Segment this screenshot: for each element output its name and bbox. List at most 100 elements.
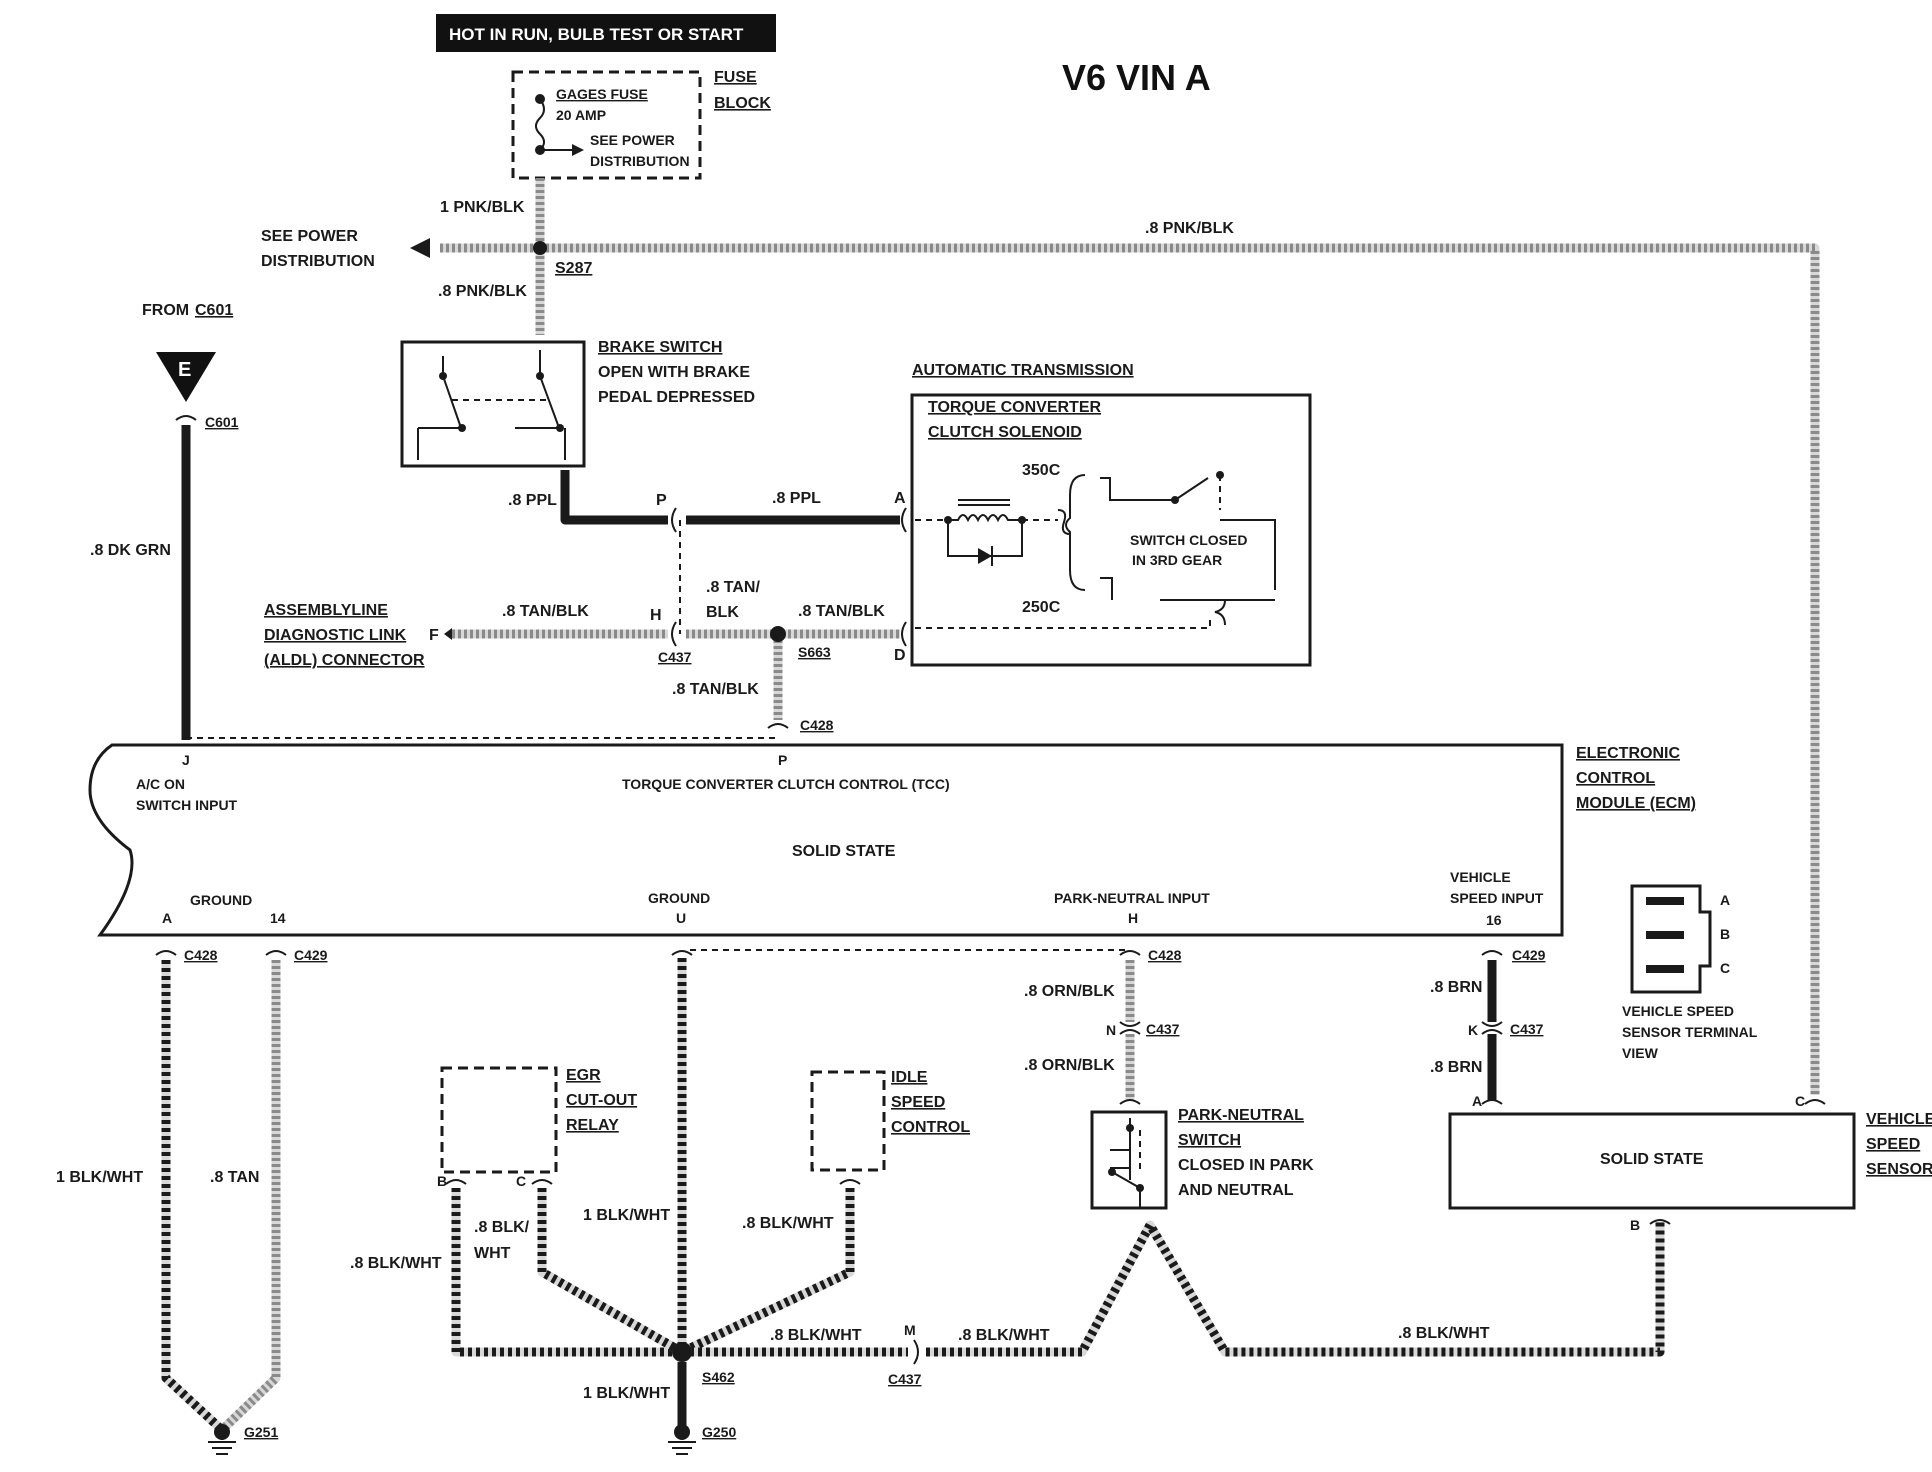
pin-m: M <box>904 1322 916 1338</box>
terminal-view-3: VIEW <box>1622 1045 1659 1061</box>
fuse-see-power-1: SEE POWER <box>590 132 675 148</box>
wire-1blkwht-center: 1 BLK/WHT <box>583 1207 670 1224</box>
wire-8tan-mid-2: BLK <box>706 604 739 621</box>
switch-closed-1: SWITCH CLOSED <box>1130 532 1247 548</box>
brake-switch-box <box>400 340 586 468</box>
pn-switch-1: PARK-NEUTRAL <box>1178 1107 1304 1124</box>
egr-pin-b: B <box>437 1173 447 1189</box>
wire-8pnk-top: .8 PNK/BLK <box>1145 220 1234 237</box>
wire-8dkgrn: .8 DK GRN <box>90 542 171 559</box>
wire-8ppl-right: .8 PPL <box>772 490 821 507</box>
fuse-icon <box>535 98 545 151</box>
aldl-pin-f: F <box>429 627 439 644</box>
c428-h-label: C428 <box>1148 947 1182 963</box>
aldl-line-3: (ALDL) CONNECTOR <box>264 652 425 669</box>
wire-8blkwht-bottom-3: .8 BLK/WHT <box>1398 1325 1490 1342</box>
aldl-line-2: DIAGNOSTIC LINK <box>264 627 407 644</box>
power-dist-2: DISTRIBUTION <box>261 253 375 270</box>
ecm-name-1: ELECTRONIC <box>1576 745 1680 762</box>
vss-line-3: SENSOR <box>1866 1161 1932 1178</box>
splice-s462 <box>672 1342 692 1362</box>
wire-8tan-mid-1: .8 TAN/ <box>706 579 760 596</box>
c437-top-label: C437 <box>658 649 692 665</box>
idle-line-1: IDLE <box>891 1069 928 1086</box>
wire-8brn-1: .8 BRN <box>1430 979 1482 996</box>
ecm-solid-state: SOLID STATE <box>792 843 896 860</box>
solenoid-2: CLUTCH SOLENOID <box>928 424 1082 441</box>
egr-line-3: RELAY <box>566 1117 619 1134</box>
c601-label: C601 <box>205 414 239 430</box>
vss-terminal-view: A B C VEHICLE SPEED SENSOR TERMINAL VIEW <box>1622 884 1758 1061</box>
wire-8tan-aldl: .8 TAN/BLK <box>502 603 589 620</box>
ground-g251-icon <box>208 1441 236 1455</box>
ecm-pin-p: P <box>778 752 787 768</box>
ecm-vss-2: SPEED INPUT <box>1450 890 1544 906</box>
wire-8ppl-left: .8 PPL <box>508 492 557 509</box>
from-c601-prefix: FROM <box>142 302 189 319</box>
wire-8blk-c-2: WHT <box>474 1245 511 1262</box>
trans-pin-a: A <box>894 490 906 507</box>
c429-16-label: C429 <box>1512 947 1546 963</box>
trans-pin-d: D <box>894 647 906 664</box>
idle-line-2: SPEED <box>891 1094 945 1111</box>
egr-relay-box <box>440 1066 558 1174</box>
wire-8tan-ground: .8 TAN <box>210 1169 259 1186</box>
pn-switch-4: AND NEUTRAL <box>1178 1182 1294 1199</box>
splice-s663-label: S663 <box>798 644 831 660</box>
fuse-name: GAGES FUSE <box>556 86 648 102</box>
egr-pin-c: C <box>516 1173 526 1189</box>
ecm-pin-16: 16 <box>1486 912 1502 928</box>
tan-blk-circuit: S663 F .8 TAN/BLK H .8 TAN/ BLK .8 TAN/B… <box>264 579 907 733</box>
egr-line-1: EGR <box>566 1067 601 1084</box>
wire-8blkwht-b: .8 BLK/WHT <box>350 1255 442 1272</box>
fuse-block-label-1: FUSE <box>714 69 757 86</box>
ppl-circuit: .8 PPL .8 PPL P A <box>508 470 907 634</box>
vss-line-2: SPEED <box>1866 1136 1920 1153</box>
c437-n-label: C437 <box>1146 1021 1180 1037</box>
vss-box <box>1448 1112 1856 1210</box>
connector-e-icon <box>156 352 216 402</box>
pin-h-tan: H <box>650 607 662 624</box>
ecm-name-2: CONTROL <box>1576 770 1655 787</box>
pn-switch-2: SWITCH <box>1178 1132 1241 1149</box>
temp-350: 350C <box>1022 462 1061 479</box>
ground-g251-circuit: C428 C429 1 BLK/WHT .8 TAN G251 <box>56 947 328 1455</box>
pnk-blk-circuit: S287 1 PNK/BLK .8 PNK/BLK .8 PNK/BLK SEE… <box>261 178 1820 1095</box>
c428-top-label: C428 <box>800 717 834 733</box>
pin-p-ppl: P <box>656 492 667 509</box>
wire-8orn-2: .8 ORN/BLK <box>1024 1057 1115 1074</box>
trans-title: AUTOMATIC TRANSMISSION <box>912 362 1134 379</box>
solenoid-coil-icon <box>948 514 1022 523</box>
from-c601: FROM C601 E C601 .8 DK GRN <box>90 302 780 740</box>
wire-8blk-c-1: .8 BLK/ <box>474 1219 530 1236</box>
pin-k: K <box>1468 1022 1478 1038</box>
brake-switch-desc-1: OPEN WITH BRAKE <box>598 364 750 381</box>
power-dist-1: SEE POWER <box>261 228 358 245</box>
terminal-view-1: VEHICLE SPEED <box>1622 1003 1734 1019</box>
aldl-line-1: ASSEMBLYLINE <box>264 602 388 619</box>
solenoid-1: TORQUE CONVERTER <box>928 399 1102 416</box>
ground-g250-circuit: 1 BLK/WHT EGR CUT-OUT RELAY B C .8 BLK/W… <box>350 949 1665 1455</box>
wire-8brn-2: .8 BRN <box>1430 1059 1482 1076</box>
ecm-pin-h: H <box>1128 910 1138 926</box>
switch-closed-2: IN 3RD GEAR <box>1132 552 1222 568</box>
idle-speed-box <box>810 1070 886 1172</box>
vehicle-speed-sensor-circuit: C429 K C437 .8 BRN .8 BRN A C SOLID STAT… <box>1430 947 1932 1233</box>
ecm-tcc: TORQUE CONVERTER CLUTCH CONTROL (TCC) <box>622 776 950 792</box>
from-c601-conn: C601 <box>195 302 233 319</box>
vss-pin-b: B <box>1630 1217 1640 1233</box>
wire-1blkwht-g250: 1 BLK/WHT <box>583 1385 670 1402</box>
trans-box <box>910 393 1312 667</box>
ecm-pin-j: J <box>182 752 190 768</box>
brake-switch-name: BRAKE SWITCH <box>598 339 722 356</box>
wire-8orn-1: .8 ORN/BLK <box>1024 983 1115 1000</box>
c428-a-label: C428 <box>184 947 218 963</box>
park-neutral-circuit: C428 N C437 .8 ORN/BLK .8 ORN/BLK PARK-N… <box>1024 947 1314 1210</box>
terminal-view-2: SENSOR TERMINAL <box>1622 1024 1758 1040</box>
pn-switch-3: CLOSED IN PARK <box>1178 1157 1314 1174</box>
c429-14-label: C429 <box>294 947 328 963</box>
ecm-pin-14: 14 <box>270 910 286 926</box>
fuse-block: GAGES FUSE 20 AMP SEE POWER DISTRIBUTION… <box>511 69 771 180</box>
terminal-a: A <box>1720 892 1730 908</box>
